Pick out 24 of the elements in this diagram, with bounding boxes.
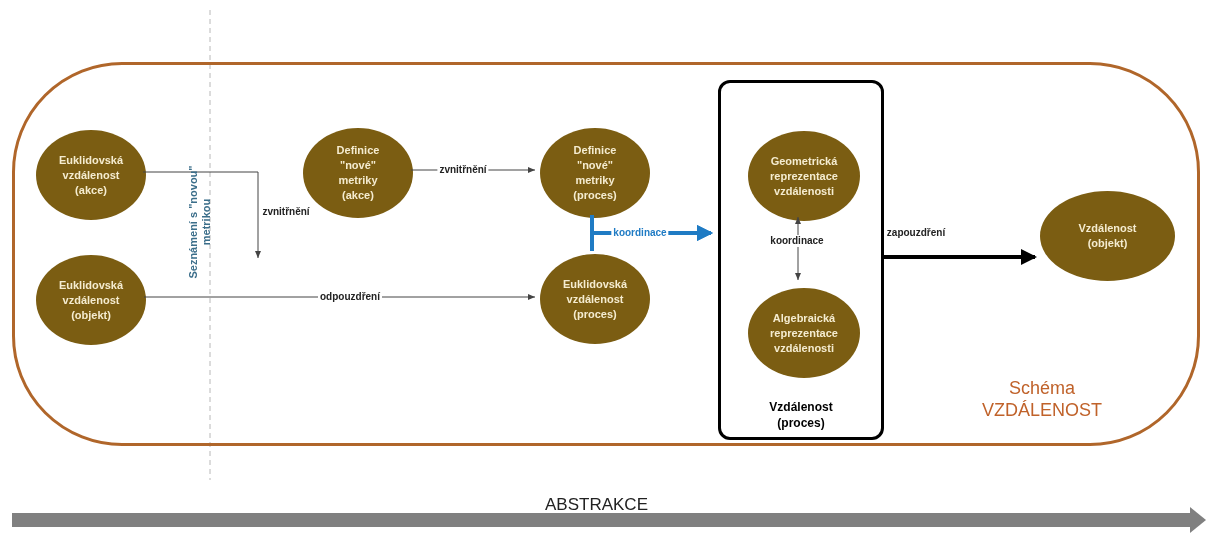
node-label: Euklidovská vzdálenost (akce)	[58, 152, 124, 198]
frame-label: Vzdálenost (proces)	[768, 399, 834, 431]
node-label: Definice "nové" metriky (proces)	[572, 143, 618, 203]
vertical-note: Seznámení s "novou" metrikou	[187, 164, 213, 281]
group-frame	[718, 80, 884, 440]
node-label: Definice "nové" metriky (akce)	[335, 143, 381, 203]
edge-label: koordinace	[768, 235, 826, 247]
connector-arrow	[882, 249, 1037, 265]
connector-arrow	[795, 216, 801, 281]
schema-band	[12, 62, 1200, 446]
edge-label: koordinace	[611, 227, 669, 239]
node-label: Euklidovská vzdálenost (objekt)	[58, 277, 124, 323]
node-label: Geometrická reprezentace vzdálenosti	[770, 153, 838, 199]
connector-arrow	[143, 294, 536, 300]
edge-label: odpouzdření	[318, 291, 382, 303]
schema-title: Schéma VZDÁLENOST	[981, 377, 1103, 421]
edge-label: zapouzdření	[884, 227, 948, 239]
node-label: Algebraická reprezentace vzdálenosti	[770, 310, 838, 356]
axis-label: ABSTRAKCE	[545, 496, 648, 514]
node-label: Vzdálenost (objekt)	[1077, 221, 1138, 251]
edge-label: zvnitřnění	[437, 164, 489, 176]
edge-label: zvnitřnění	[260, 206, 312, 218]
connector-arrow	[142, 171, 261, 259]
node-label: Euklidovská vzdálenost (proces)	[562, 276, 628, 322]
